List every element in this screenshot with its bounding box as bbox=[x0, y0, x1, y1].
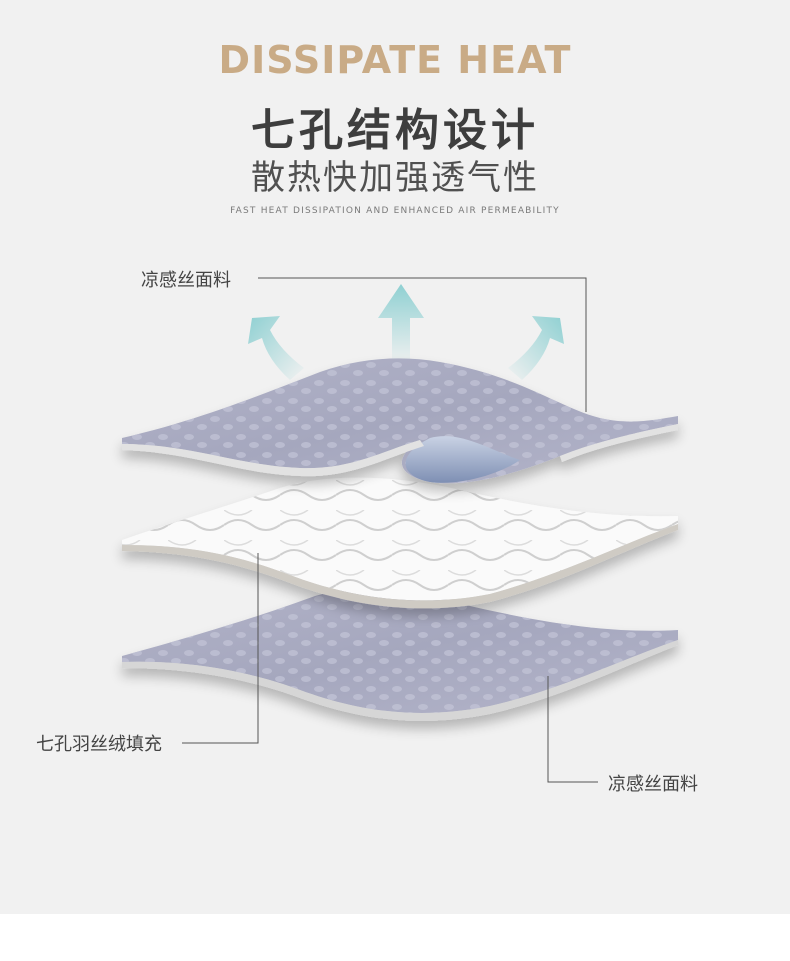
middle-filling-layer bbox=[122, 477, 678, 609]
callout-top-fabric: 凉感丝面料 bbox=[141, 270, 231, 291]
heat-arrow-up-icon bbox=[378, 284, 424, 365]
bottom-fabric-layer bbox=[122, 588, 678, 721]
heading-english: DISSIPATE HEAT bbox=[218, 38, 572, 82]
top-fabric-layer bbox=[122, 358, 678, 484]
layer-illustration bbox=[122, 277, 678, 783]
product-feature-panel: DISSIPATE HEAT 七孔结构设计 散热快加强透气性 FAST HEAT… bbox=[0, 0, 790, 914]
leader-line-top bbox=[258, 277, 587, 412]
leader-line-middle bbox=[182, 553, 259, 744]
heat-arrow-left-icon bbox=[248, 316, 304, 380]
tagline-english: FAST HEAT DISSIPATION AND ENHANCED AIR P… bbox=[230, 206, 560, 216]
leader-line-bottom bbox=[547, 676, 598, 783]
callout-leader-lines bbox=[182, 277, 598, 783]
subheading-chinese: 散热快加强透气性 bbox=[251, 158, 539, 198]
heat-arrow-right-icon bbox=[508, 316, 564, 380]
callout-bottom-fabric: 凉感丝面料 bbox=[608, 774, 698, 795]
callout-middle-filling: 七孔羽丝绒填充 bbox=[36, 734, 162, 755]
heading-chinese: 七孔结构设计 bbox=[251, 105, 539, 156]
